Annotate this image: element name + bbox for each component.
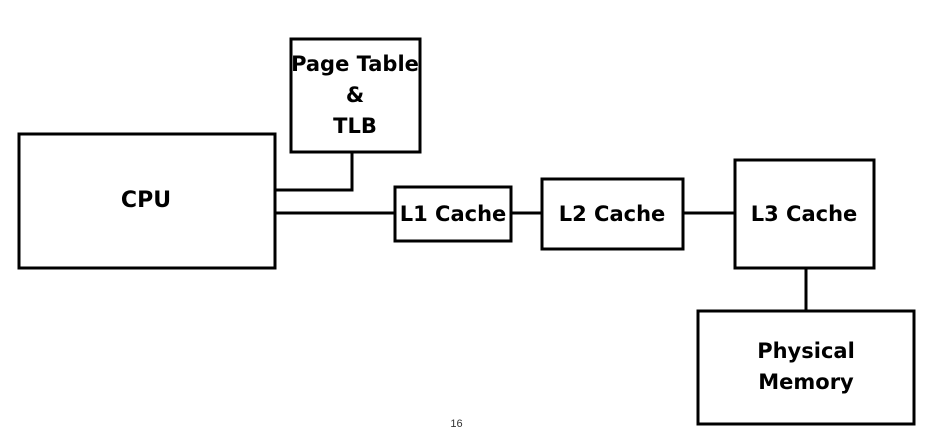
l1-cache-label: L1 Cache xyxy=(400,202,507,226)
cpu-label: CPU xyxy=(121,188,171,213)
l3-cache-label: L3 Cache xyxy=(751,202,858,226)
physical-memory-label-line2: Memory xyxy=(758,370,854,394)
page-table-label-line3: TLB xyxy=(333,114,377,138)
page-table-box xyxy=(289,37,422,154)
l2-cache-box xyxy=(540,177,685,251)
l1-cache-box xyxy=(393,185,513,243)
cpu-box xyxy=(17,132,277,270)
physical-memory-label-line1: Physical xyxy=(757,339,855,363)
page-table-label-line2: & xyxy=(346,83,364,107)
physical-memory-box xyxy=(696,309,916,426)
l3-cache-box xyxy=(733,158,876,270)
l2-cache-label: L2 Cache xyxy=(559,202,666,226)
page-table-label-line1: Page Table xyxy=(291,52,419,76)
connector-cpu-pagetable xyxy=(275,152,354,192)
page-number: 16 xyxy=(450,418,463,430)
